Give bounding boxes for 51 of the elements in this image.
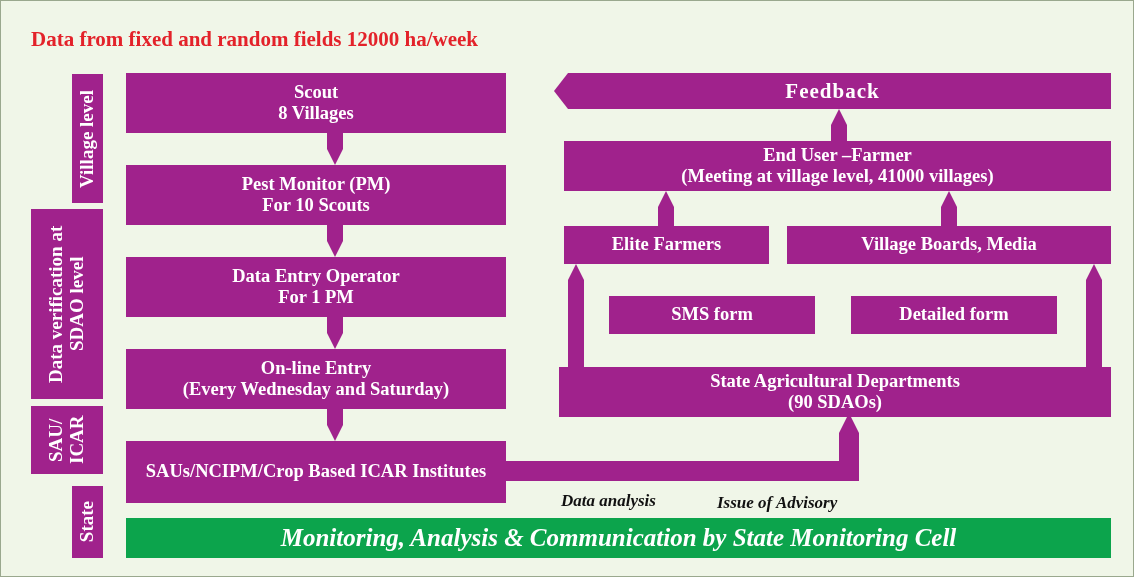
- process-box: [126, 165, 506, 225]
- node-text: On-line Entry: [260, 357, 372, 379]
- block-arrow: [658, 191, 674, 226]
- level-label: SAU/ ICAR: [46, 414, 88, 467]
- block-arrow: [568, 264, 584, 367]
- annotation-text: Issue of Advisory: [717, 493, 838, 513]
- annotation-text: Data analysis: [561, 491, 656, 511]
- node-text: Monitoring, Analysis & Communication by State Monitoring Cell: [280, 523, 957, 553]
- block-arrow: [327, 133, 343, 165]
- node-text: End User –Farmer: [763, 144, 912, 166]
- process-box: [609, 296, 815, 334]
- level-band: [31, 209, 103, 399]
- block-arrow: [327, 317, 343, 349]
- process-box: [564, 226, 769, 264]
- node-text: Scout: [293, 81, 339, 103]
- level-label: Data verification at SDAO level: [46, 224, 88, 385]
- block-arrow: [1086, 264, 1102, 367]
- node-text: Village Boards, Media: [861, 234, 1037, 256]
- level-label: Village level: [77, 89, 98, 188]
- process-box: [126, 257, 506, 317]
- process-box: [126, 441, 506, 503]
- process-box: [126, 73, 506, 133]
- node-text: SMS form: [671, 304, 753, 326]
- block-arrow: [327, 409, 343, 441]
- node-text: Pest Monitor (PM): [241, 173, 391, 195]
- process-box: [126, 349, 506, 409]
- block-arrow: [941, 191, 957, 226]
- process-box: [564, 141, 1111, 191]
- level-label: State: [77, 501, 98, 543]
- node-text: Elite Farmers: [611, 234, 722, 256]
- node-text: Feedback: [785, 78, 880, 104]
- process-box: [559, 367, 1111, 417]
- node-text: For 10 Scouts: [262, 195, 370, 217]
- level-band: [72, 74, 103, 203]
- process-box: [787, 226, 1111, 264]
- block-arrow: [327, 225, 343, 257]
- node-text: SAUs/NCIPM/Crop Based ICAR Institutes: [145, 461, 487, 483]
- block-arrow: [831, 109, 847, 141]
- title: Data from fixed and random fields 12000 ha/week: [31, 27, 479, 52]
- level-band: [31, 406, 103, 474]
- node-text: 8 Villages: [278, 103, 354, 125]
- banner-bar: [126, 518, 1111, 558]
- node-text: State Agricultural Departments: [710, 370, 960, 392]
- node-text: Data Entry Operator: [232, 265, 400, 287]
- process-box: [851, 296, 1057, 334]
- level-band: [72, 486, 103, 558]
- node-text: For 1 PM: [278, 287, 354, 309]
- node-text: Detailed form: [899, 304, 1009, 326]
- node-text: (90 SDAOs): [787, 392, 882, 414]
- node-text: (Every Wednesday and Saturday): [182, 379, 450, 401]
- node-text: (Meeting at village level, 41000 villages): [681, 166, 994, 188]
